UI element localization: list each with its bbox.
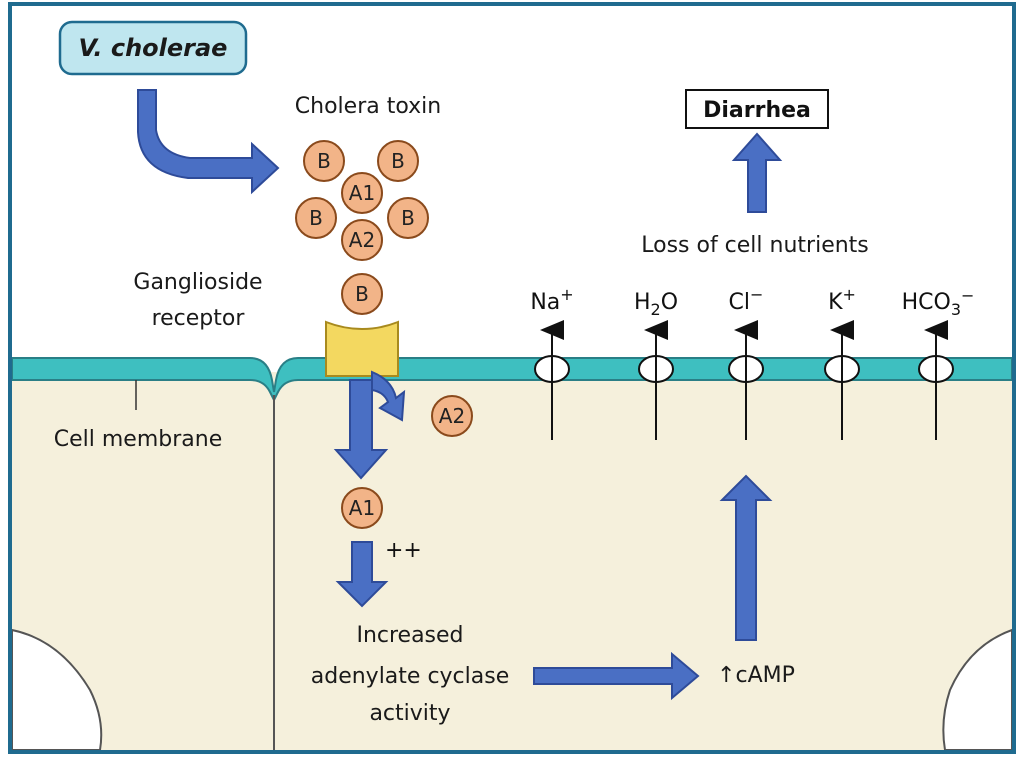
arrow-camp-up	[719, 474, 773, 641]
subunit-a1	[341, 172, 383, 214]
arrow-cyclase-to-camp	[533, 651, 700, 701]
vcholerae-box	[58, 20, 248, 76]
ion-label-hco3: HCO3−	[902, 286, 975, 319]
curved-arrow-to-toxin	[137, 89, 280, 195]
cyclase-line2: adenylate cyclase	[311, 664, 510, 689]
internal-a1	[341, 487, 383, 529]
arrow-receptor-to-a1	[333, 379, 389, 480]
subunit-a1-label: A1	[349, 181, 375, 205]
loss-label: Loss of cell nutrients	[641, 233, 869, 258]
figure-frame	[8, 2, 1016, 754]
receptor-label-line2: receptor	[152, 306, 246, 331]
ion-label-na: Na+	[530, 285, 573, 315]
vcholerae-label: V. cholerae	[79, 34, 228, 62]
ion-label-h2o: H2O	[634, 290, 678, 319]
corner-cell-left	[11, 628, 103, 751]
subunit-b-top-right	[377, 140, 419, 182]
cell-interior	[12, 372, 1012, 750]
subunit-b-top-left-label: B	[317, 149, 331, 173]
subunit-b-top-left	[303, 140, 345, 182]
released-a2-label: A2	[439, 404, 465, 428]
diarrhea-label: Diarrhea	[703, 98, 811, 123]
ganglioside-receptor	[325, 320, 399, 377]
subunit-b-mid-left	[295, 197, 337, 239]
ion-label-cl: Cl−	[729, 285, 764, 315]
subunit-b-bottom	[341, 273, 383, 315]
subunit-b-mid-right-label: B	[401, 206, 415, 230]
arrow-branch-to-a2	[371, 370, 406, 422]
ion-label-k: K+	[828, 285, 856, 315]
diarrhea-box	[685, 89, 829, 129]
internal-a1-label: A1	[349, 496, 375, 520]
plus-plus-label: ++	[385, 538, 422, 563]
toxin-complex	[295, 140, 429, 315]
released-a2	[431, 395, 473, 437]
membrane-label: Cell membrane	[54, 427, 222, 452]
receptor-label-line1: Ganglioside	[133, 270, 262, 295]
subunit-b-bottom-label: B	[355, 282, 369, 306]
subunit-b-mid-right	[387, 197, 429, 239]
arrow-a1-to-cyclase	[335, 541, 389, 608]
subunit-b-top-right-label: B	[391, 149, 405, 173]
cyclase-line1: Increased	[356, 623, 463, 648]
ion-channels	[534, 320, 954, 440]
subunit-b-mid-left-label: B	[309, 206, 323, 230]
cyclase-line3: activity	[369, 701, 450, 726]
subunit-a2	[341, 219, 383, 261]
toxin-label: Cholera toxin	[295, 94, 441, 119]
subunit-a2-label: A2	[349, 228, 375, 252]
camp-label: ↑cAMP	[717, 663, 795, 688]
arrow-to-diarrhea	[731, 132, 783, 213]
corner-cell-right	[942, 628, 1013, 751]
